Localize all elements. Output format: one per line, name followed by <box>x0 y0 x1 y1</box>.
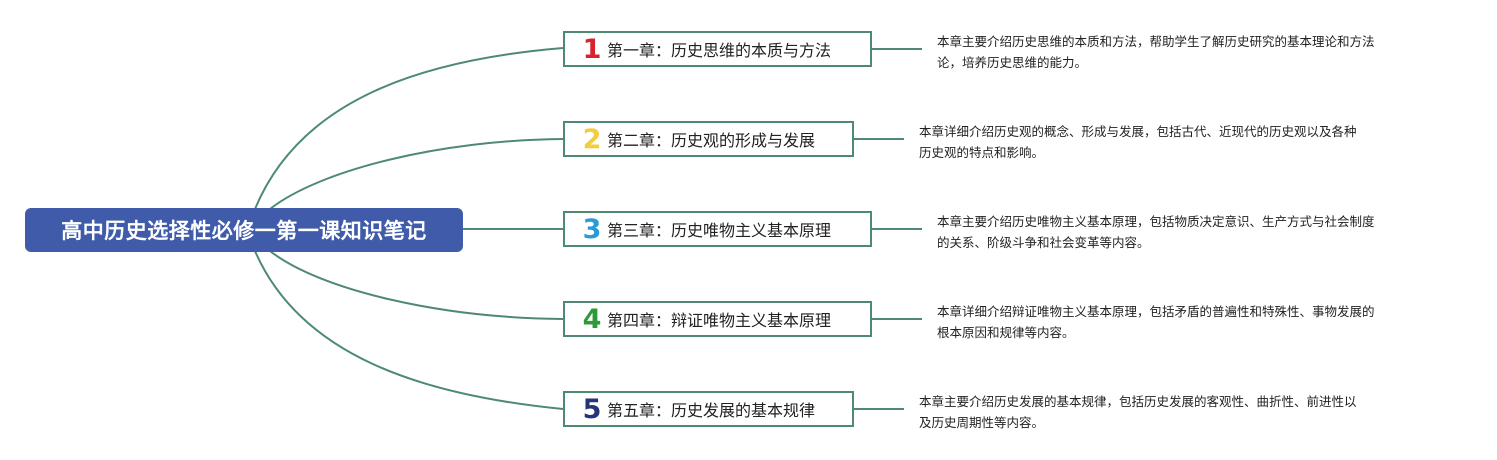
root-title: 高中历史选择性必修一第一课知识笔记 <box>61 219 427 243</box>
chapter-5-number-icon: 5 <box>582 393 602 425</box>
chapter-5-description-line-1: 本章主要介绍历史发展的基本规律，包括历史发展的客观性、曲折性、前进性以 <box>919 394 1357 409</box>
chapter-4-description[interactable]: 本章详细介绍辩证唯物主义基本原理，包括矛盾的普遍性和特殊性、事物发展的 根本原因… <box>937 301 1375 343</box>
chapter-5-description-line-2: 及历史周期性等内容。 <box>919 415 1045 430</box>
chapter-4-description-line-2: 根本原因和规律等内容。 <box>937 325 1075 340</box>
chapter-3-title: 第三章：历史唯物主义基本原理 <box>607 221 832 240</box>
chapter-5-title: 第五章：历史发展的基本规律 <box>607 401 816 420</box>
chapter-3-description-line-1: 本章主要介绍历史唯物主义基本原理，包括物质决定意识、生产方式与社会制度 <box>937 214 1375 229</box>
chapter-1-node[interactable]: 1 第一章：历史思维的本质与方法 <box>563 31 872 67</box>
chapter-4-node[interactable]: 4 第四章：辩证唯物主义基本原理 <box>563 301 872 337</box>
chapter-5-node[interactable]: 5 第五章：历史发展的基本规律 <box>563 391 854 427</box>
chapter-2-description[interactable]: 本章详细介绍历史观的概念、形成与发展，包括古代、近现代的历史观以及各种 历史观的… <box>919 121 1357 163</box>
chapter-2-node[interactable]: 2 第二章：历史观的形成与发展 <box>563 121 854 157</box>
chapter-2-number-icon: 2 <box>582 123 602 155</box>
chapter-4-description-line-1: 本章详细介绍辩证唯物主义基本原理，包括矛盾的普遍性和特殊性、事物发展的 <box>937 304 1375 319</box>
chapter-1-title: 第一章：历史思维的本质与方法 <box>607 41 832 60</box>
chapter-5-description[interactable]: 本章主要介绍历史发展的基本规律，包括历史发展的客观性、曲折性、前进性以 及历史周… <box>919 391 1357 433</box>
chapter-1-number-icon: 1 <box>582 33 602 65</box>
chapter-1-description[interactable]: 本章主要介绍历史思维的本质和方法，帮助学生了解历史研究的基本理论和方法 论，培养… <box>937 31 1375 73</box>
chapter-1-description-line-1: 本章主要介绍历史思维的本质和方法，帮助学生了解历史研究的基本理论和方法 <box>937 34 1375 49</box>
chapter-2-description-line-1: 本章详细介绍历史观的概念、形成与发展，包括古代、近现代的历史观以及各种 <box>919 124 1357 139</box>
connector-chapter-5 <box>254 250 564 410</box>
chapter-3-description-line-2: 的关系、阶级斗争和社会变革等内容。 <box>937 235 1150 250</box>
chapter-3-description[interactable]: 本章主要介绍历史唯物主义基本原理，包括物质决定意识、生产方式与社会制度 的关系、… <box>937 211 1375 253</box>
connector-chapter-4 <box>269 250 564 320</box>
chapter-4-number-icon: 4 <box>582 303 602 335</box>
connector-chapter-2 <box>269 138 564 210</box>
connector-chapter-1 <box>254 47 564 210</box>
chapter-2-description-line-2: 历史观的特点和影响。 <box>919 145 1045 160</box>
chapter-4-title: 第四章：辩证唯物主义基本原理 <box>607 311 832 330</box>
root-topic[interactable]: 高中历史选择性必修一第一课知识笔记 <box>25 208 463 252</box>
chapter-3-number-icon: 3 <box>582 213 602 245</box>
chapter-1-description-line-2: 论，培养历史思维的能力。 <box>937 55 1088 70</box>
chapter-3-node[interactable]: 3 第三章：历史唯物主义基本原理 <box>563 211 872 247</box>
chapter-2-title: 第二章：历史观的形成与发展 <box>607 131 816 150</box>
